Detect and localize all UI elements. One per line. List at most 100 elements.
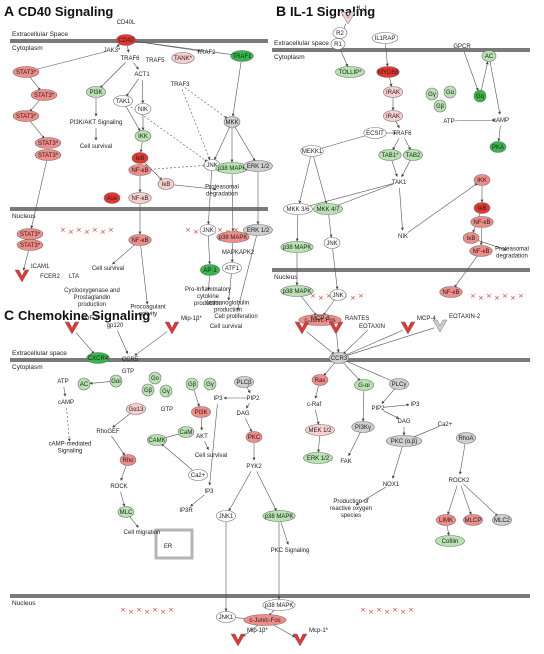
node-b-ikb: IκB: [473, 202, 491, 214]
edge-b_nfkb-b_nfkb2: [479, 227, 483, 246]
zone-label: Nucleus: [274, 274, 298, 281]
edge-a_p38n-a_atf1: [230, 242, 234, 263]
node-shape: [456, 432, 476, 444]
node-a-fcer2: FCER2: [40, 274, 60, 280]
node-label: Gγ: [428, 92, 436, 98]
node-label: MYD88: [378, 70, 399, 76]
node-label: activity: [139, 312, 157, 318]
node-label: CCR3: [331, 356, 348, 362]
node-label: PI3K: [194, 410, 207, 416]
node-label: p38 MAPK: [283, 289, 312, 295]
node-label: Production of: [333, 499, 369, 505]
node-label: MKK 4/7: [316, 207, 340, 213]
svg-text:A: A: [4, 3, 14, 19]
node-label: PKA: [492, 145, 504, 151]
node-c-ca2b: Ca2+: [438, 422, 453, 428]
edge-a_cd40-a_traf1: [131, 40, 237, 57]
node-label: Immunoglobulin: [207, 301, 249, 307]
node-c-limk: LIMK: [436, 514, 456, 526]
node-c-rantes: RANTES: [328, 316, 369, 335]
node-label: IKK: [477, 178, 487, 184]
node-a-ikb: IκB: [131, 152, 149, 164]
node-c-dag: DAG: [236, 411, 249, 417]
node-label: STAT3*: [38, 153, 59, 159]
degradation-cross: ×: [358, 292, 364, 300]
node-shape: [354, 379, 374, 391]
node-label: CD40: [118, 38, 134, 44]
node-a-p38n: p38 MAPK: [216, 231, 250, 243]
node-c-akt: AKT: [196, 434, 208, 440]
edge-c_rock2-c_limk: [447, 485, 458, 515]
node-b-tollip: TOLLIP*: [335, 66, 365, 78]
edge-b_tak1-b_mkk36: [303, 183, 394, 209]
node-label: c-Jun/c-Fos: [249, 618, 280, 624]
node-c-nox1: NOX1: [383, 482, 400, 488]
node-c-eotaxin2: EOTAXIN-2: [432, 314, 481, 333]
node-shape: [171, 52, 195, 64]
node-b-nfkb2: NF-κB: [469, 245, 493, 257]
node-shape: [363, 127, 387, 139]
node-shape: [332, 27, 348, 39]
node-label: TRAF6: [392, 131, 412, 137]
node-label: JNK: [332, 293, 343, 299]
node-b-traf6: TRAF6: [392, 131, 412, 137]
node-label: CXCR4: [88, 356, 109, 362]
node-label: R1: [334, 42, 342, 48]
ligand-shape: [400, 321, 416, 335]
edge-c_ip3-c_ip3b: [208, 403, 218, 486]
node-a-stat3a: STAT3*: [12, 66, 40, 78]
degradation-cross: ×: [350, 294, 356, 302]
node-shape: [469, 245, 493, 257]
node-shape: [216, 510, 236, 522]
edge-c_gp120-c_ccr5: [117, 330, 128, 355]
zone-label: Extracellular space: [274, 40, 329, 47]
degradation-cross: ×: [384, 608, 390, 616]
node-c-mlc2: MLC2: [492, 514, 512, 526]
node-a-mkk: MKK: [223, 116, 241, 128]
membrane-a-plasma: [10, 39, 268, 43]
node-label: Ras: [315, 378, 326, 384]
node-a-cellsurv1: Cell survival: [80, 144, 112, 150]
node-label: Gβ: [144, 388, 153, 394]
ligand-shape: [328, 321, 344, 335]
node-label: NF-κB: [132, 238, 149, 244]
node-shape: [117, 506, 135, 518]
node-shape: [436, 514, 456, 526]
node-label: Signaling: [58, 449, 83, 455]
node-shape: [262, 599, 296, 611]
node-shape: [283, 203, 313, 215]
node-label: IP3: [204, 489, 214, 495]
node-shape: [385, 435, 423, 447]
node-a-stat3d2: STAT3*: [34, 149, 62, 161]
degradation-cross: ×: [510, 294, 516, 302]
node-a-tak1: TAK1: [113, 95, 133, 107]
node-c-go: Go: [148, 371, 162, 385]
edge-c_rock2-c_mlcp: [460, 485, 472, 515]
node-label: p38 MAPK: [265, 603, 294, 609]
node-label: Pro-Inflammatory: [185, 287, 231, 293]
edge-b_irak2-b_traf6: [395, 121, 400, 129]
edge-c_ras-c_craf: [314, 385, 319, 399]
node-label: Cell survival: [210, 324, 242, 330]
svg-text:B: B: [276, 3, 286, 19]
node-label: IκB: [136, 156, 145, 162]
node-shape: [119, 454, 137, 466]
node-label: CAMK: [148, 438, 165, 444]
degradation-cross: ×: [518, 292, 524, 300]
node-label: JAK3*: [104, 48, 121, 54]
node-b-ecsit: ECSIT: [363, 127, 387, 139]
node-label: EOTAXIN: [359, 324, 385, 330]
node-shape: [16, 239, 44, 251]
node-label: GTP: [122, 369, 134, 375]
node-b-irak2: IRAK: [383, 110, 403, 122]
node-label: PLCγ: [392, 382, 407, 388]
node-a-nfkbn: NF-κB: [128, 234, 152, 246]
node-c-atp: ATP: [57, 379, 68, 385]
node-label: NF-κB: [473, 249, 490, 255]
node-c-plcy: PLCγ: [389, 378, 409, 390]
node-shape: [141, 383, 155, 397]
edge-b_camp-b_pka: [497, 125, 501, 142]
degradation-cross: ×: [217, 226, 223, 234]
node-shape: [351, 421, 375, 433]
degradation-cross: ×: [502, 292, 508, 300]
